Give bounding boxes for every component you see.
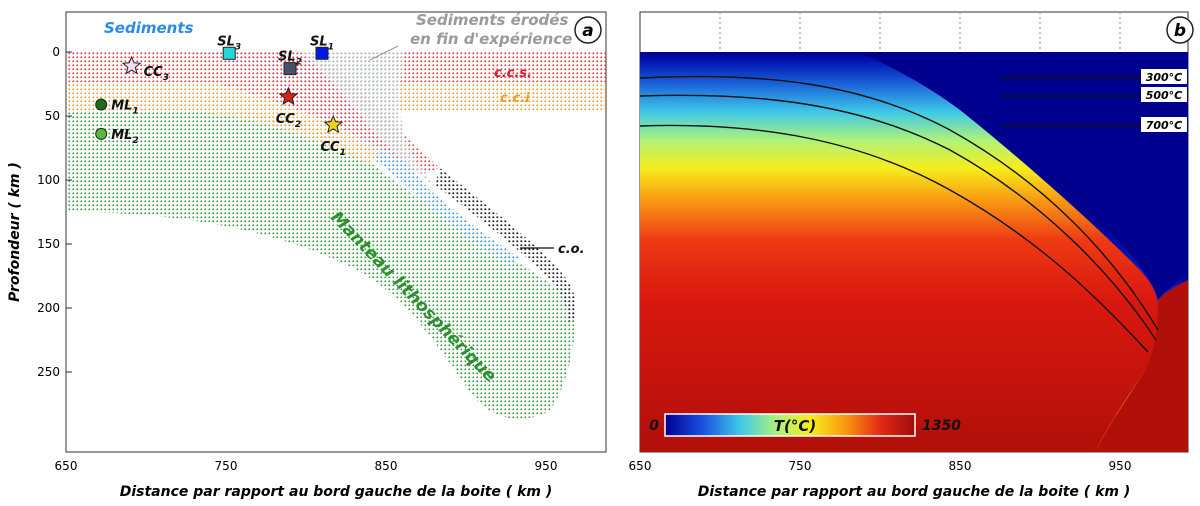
isotherm-label-bg xyxy=(1141,87,1187,102)
colorbar-label: T(°C) xyxy=(774,417,816,435)
marker-cc3 xyxy=(121,55,142,75)
isotherm-500 xyxy=(640,94,1157,341)
panel-a: 0 50 100 150 200 250 Profondeur ( km ) 6… xyxy=(7,11,607,500)
colorbar-gradient xyxy=(664,413,916,437)
x-tick-label: 750 xyxy=(215,459,238,473)
isotherm-label-bg xyxy=(1141,117,1187,132)
isotherms xyxy=(640,75,1188,353)
slab-cold-edge xyxy=(870,52,1188,300)
isotherm-300 xyxy=(640,75,1159,331)
y-tick-label: 150 xyxy=(37,237,60,251)
x-tick-label: 850 xyxy=(375,459,398,473)
marker-label-cc2: CC2 xyxy=(276,112,301,130)
eroded-sediment-region xyxy=(300,52,440,190)
panel-a-badge xyxy=(574,16,602,44)
colorbar-max: 1350 xyxy=(922,418,961,434)
isotherm-label-500: 500°C xyxy=(1146,89,1183,102)
panel-a-x-axis: 650 750 850 950 Distance par rapport au … xyxy=(55,459,558,500)
x-axis-title: Distance par rapport au bord gauche de l… xyxy=(120,484,553,500)
label-co: c.o. xyxy=(558,242,585,257)
panel-a-y-axis: 0 50 100 150 200 250 Profondeur ( km ) xyxy=(7,45,72,379)
y-tick-label: 250 xyxy=(37,365,60,379)
marker-cc1 xyxy=(323,114,344,134)
y-tick-label: 200 xyxy=(37,301,60,315)
x-tick-label: 650 xyxy=(629,459,652,473)
marker-ml2 xyxy=(95,127,108,140)
x-tick-label: 850 xyxy=(949,459,972,473)
marker-label-cc3: CC3 xyxy=(144,65,169,83)
colorbar-min: 0 xyxy=(649,418,659,434)
deep-mantle-right xyxy=(1095,280,1188,452)
marker-ml1 xyxy=(95,98,108,111)
upper-crust-region xyxy=(66,52,606,175)
x-tick-label: 950 xyxy=(1109,459,1132,473)
marker-label-cc1: CC1 xyxy=(321,140,346,158)
isotherm-700 xyxy=(640,124,1149,353)
isotherm-label-bg xyxy=(1141,69,1187,84)
marker-sl2 xyxy=(283,62,297,76)
isotherm-label-300: 300°C xyxy=(1146,71,1183,84)
panel-b-letter: b xyxy=(1174,21,1186,41)
y-tick-label: 100 xyxy=(37,173,60,187)
panel-b-badge xyxy=(1166,16,1194,44)
marker-label-ml2: ML2 xyxy=(111,128,139,146)
colorbar: 0 T(°C) 1350 xyxy=(649,413,961,437)
label-eroded-1: Sediments érodés xyxy=(416,11,568,29)
label-sediments: Sediments xyxy=(104,19,194,37)
isotherm-label-700: 700°C xyxy=(1146,119,1183,132)
panel-b-top-grid xyxy=(719,12,1121,52)
label-eroded-2: en fin d'expérience xyxy=(410,30,572,48)
x-axis-title: Distance par rapport au bord gauche de l… xyxy=(698,484,1131,500)
marker-cc2 xyxy=(278,86,299,106)
y-tick-label: 50 xyxy=(45,109,60,123)
label-cci: c.c.i xyxy=(500,91,530,106)
label-ccs: c.c.s. xyxy=(494,66,532,81)
sediment-wedge-region xyxy=(195,53,520,266)
x-tick-label: 750 xyxy=(789,459,812,473)
panel-b-x-axis: 650 750 850 950 Distance par rapport au … xyxy=(629,459,1132,500)
y-tick-label: 0 xyxy=(52,45,60,59)
panel-a-regions xyxy=(66,52,606,419)
oceanic-crust-region xyxy=(435,168,576,322)
panel-b: 300°C 500°C 700°C 0 T(°C) 1350 650 750 8… xyxy=(629,11,1194,500)
mantle-region xyxy=(66,110,575,419)
marker-sl1 xyxy=(315,46,329,60)
x-tick-label: 950 xyxy=(535,459,558,473)
eroded-leader-line xyxy=(369,45,399,61)
marker-sl3 xyxy=(222,46,236,60)
marker-label-ml1: ML1 xyxy=(111,98,139,116)
lower-crust-region xyxy=(66,82,606,165)
panel-a-letter: a xyxy=(582,21,593,41)
x-tick-label: 650 xyxy=(55,459,78,473)
y-axis-title: Profondeur ( km ) xyxy=(7,162,23,302)
